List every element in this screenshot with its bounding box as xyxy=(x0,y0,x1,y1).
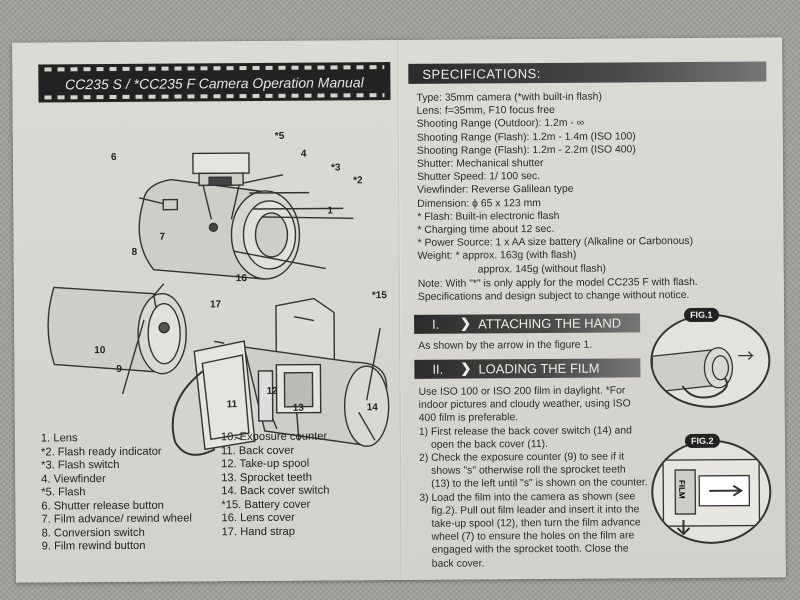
callout-3: *3 xyxy=(330,162,341,174)
chevron-right-icon: ❯ xyxy=(460,360,472,376)
part-item: *3. Flash switch xyxy=(41,458,120,472)
part-item: 1. Lens xyxy=(40,432,78,445)
page-fold xyxy=(397,39,403,580)
figure-2: FILM xyxy=(650,439,772,545)
part-item: 9. Film rewind button xyxy=(41,539,146,553)
section-1-title: ATTACHING THE HAND xyxy=(478,315,622,332)
parts-list-right: 10. Exposure counter 11. Back cover 12. … xyxy=(221,430,330,539)
section-2-line: indoor pictures and cloudy weather, usin… xyxy=(418,398,631,412)
callout-7: 7 xyxy=(159,231,166,243)
chevron-right-icon: ❯ xyxy=(460,315,472,331)
parts-list-left: 1. Lens *2. Flash ready indicator *3. Fl… xyxy=(41,431,192,554)
section-2-line: back cover. xyxy=(431,558,485,570)
callout-15: *15 xyxy=(371,290,387,302)
section-1-text: As shown by the arrow in the figure 1. xyxy=(418,339,593,352)
part-item: *5. Flash xyxy=(41,486,86,499)
part-item: 12. Take-up spool xyxy=(221,457,310,471)
section-1-number: I. xyxy=(432,316,440,332)
part-item: 13. Sprocket teeth xyxy=(221,471,313,484)
manual-title-banner: CC235 S / *CC235 F Camera Operation Manu… xyxy=(38,62,391,103)
callout-9: 9 xyxy=(116,363,123,375)
callout-8: 8 xyxy=(131,246,138,258)
section-2-heading-bar: II. ❯ LOADING THE FILM xyxy=(414,358,641,379)
camera-diagram xyxy=(47,152,390,456)
figure-1 xyxy=(650,313,771,409)
part-item: 17. Hand strap xyxy=(221,525,295,538)
callout-12: 12 xyxy=(266,385,278,397)
section-2-line: (13) to the left until "s" is shown on t… xyxy=(431,477,648,491)
section-2-line: 1) First release the back cover switch (… xyxy=(418,424,632,438)
note-line: Specifications and design subject to cha… xyxy=(417,290,690,304)
callout-4: 4 xyxy=(300,148,307,160)
part-item: 11. Back cover xyxy=(220,444,295,457)
callout-6: 6 xyxy=(110,151,117,164)
section-2-title: LOADING THE FILM xyxy=(478,360,600,377)
specifications-heading-bar: SPECIFICATIONS: xyxy=(408,61,767,84)
film-label: FILM xyxy=(677,479,687,499)
part-item: 8. Conversion switch xyxy=(41,526,145,540)
callout-13: 13 xyxy=(292,402,304,414)
specifications-heading: SPECIFICATIONS: xyxy=(422,66,541,82)
figure-1-label: FIG.1 xyxy=(683,307,719,323)
figure-2-label: FIG.2 xyxy=(684,433,720,449)
figure-1-illustration xyxy=(651,347,754,399)
part-item: 4. Viewfinder xyxy=(41,472,106,486)
callout-16: 16 xyxy=(235,273,247,285)
spec-line: * Power Source: 1 x AA size battery (Alk… xyxy=(417,236,694,250)
callout-14: 14 xyxy=(366,402,378,414)
section-1-heading-bar: I. ❯ ATTACHING THE HAND xyxy=(414,313,641,334)
section-2-line: engaged with the sprocket tooth. Close t… xyxy=(431,543,629,557)
manual-title: CC235 S / *CC235 F Camera Operation Manu… xyxy=(65,74,364,93)
callout-10: 10 xyxy=(94,345,106,357)
part-item: *2. Flash ready indicator xyxy=(40,445,162,459)
part-item: 16. Lens cover xyxy=(221,511,295,525)
callout-11: 11 xyxy=(226,399,238,411)
section-2-number: II. xyxy=(432,361,444,377)
section-2-line: 3) Load the film into the camera as show… xyxy=(419,490,636,504)
specifications-list: Type: 35mm camera (*with built-in flash)… xyxy=(416,90,693,277)
callout-2: *2 xyxy=(353,175,363,187)
spec-line: approx. 145g (without flash) xyxy=(477,263,606,276)
figure-2-illustration xyxy=(662,458,761,536)
specifications-note: Note: With "*" is only apply for the mod… xyxy=(418,276,698,304)
section-2-text: Use ISO 100 or ISO 200 film in daylight.… xyxy=(419,384,649,570)
manual-sheet: CC235 S / *CC235 F Camera Operation Manu… xyxy=(12,37,786,583)
part-item: 10. Exposure counter xyxy=(220,430,328,444)
part-item: 7. Film advance/ rewind wheel xyxy=(41,512,192,526)
callout-17: 17 xyxy=(209,299,222,311)
part-item: 6. Shutter release button xyxy=(41,499,164,513)
part-item: 14. Back cover switch xyxy=(221,484,330,498)
callout-5: *5 xyxy=(274,130,285,142)
callout-1: 1 xyxy=(327,205,333,217)
part-item: *15. Battery cover xyxy=(221,498,311,511)
